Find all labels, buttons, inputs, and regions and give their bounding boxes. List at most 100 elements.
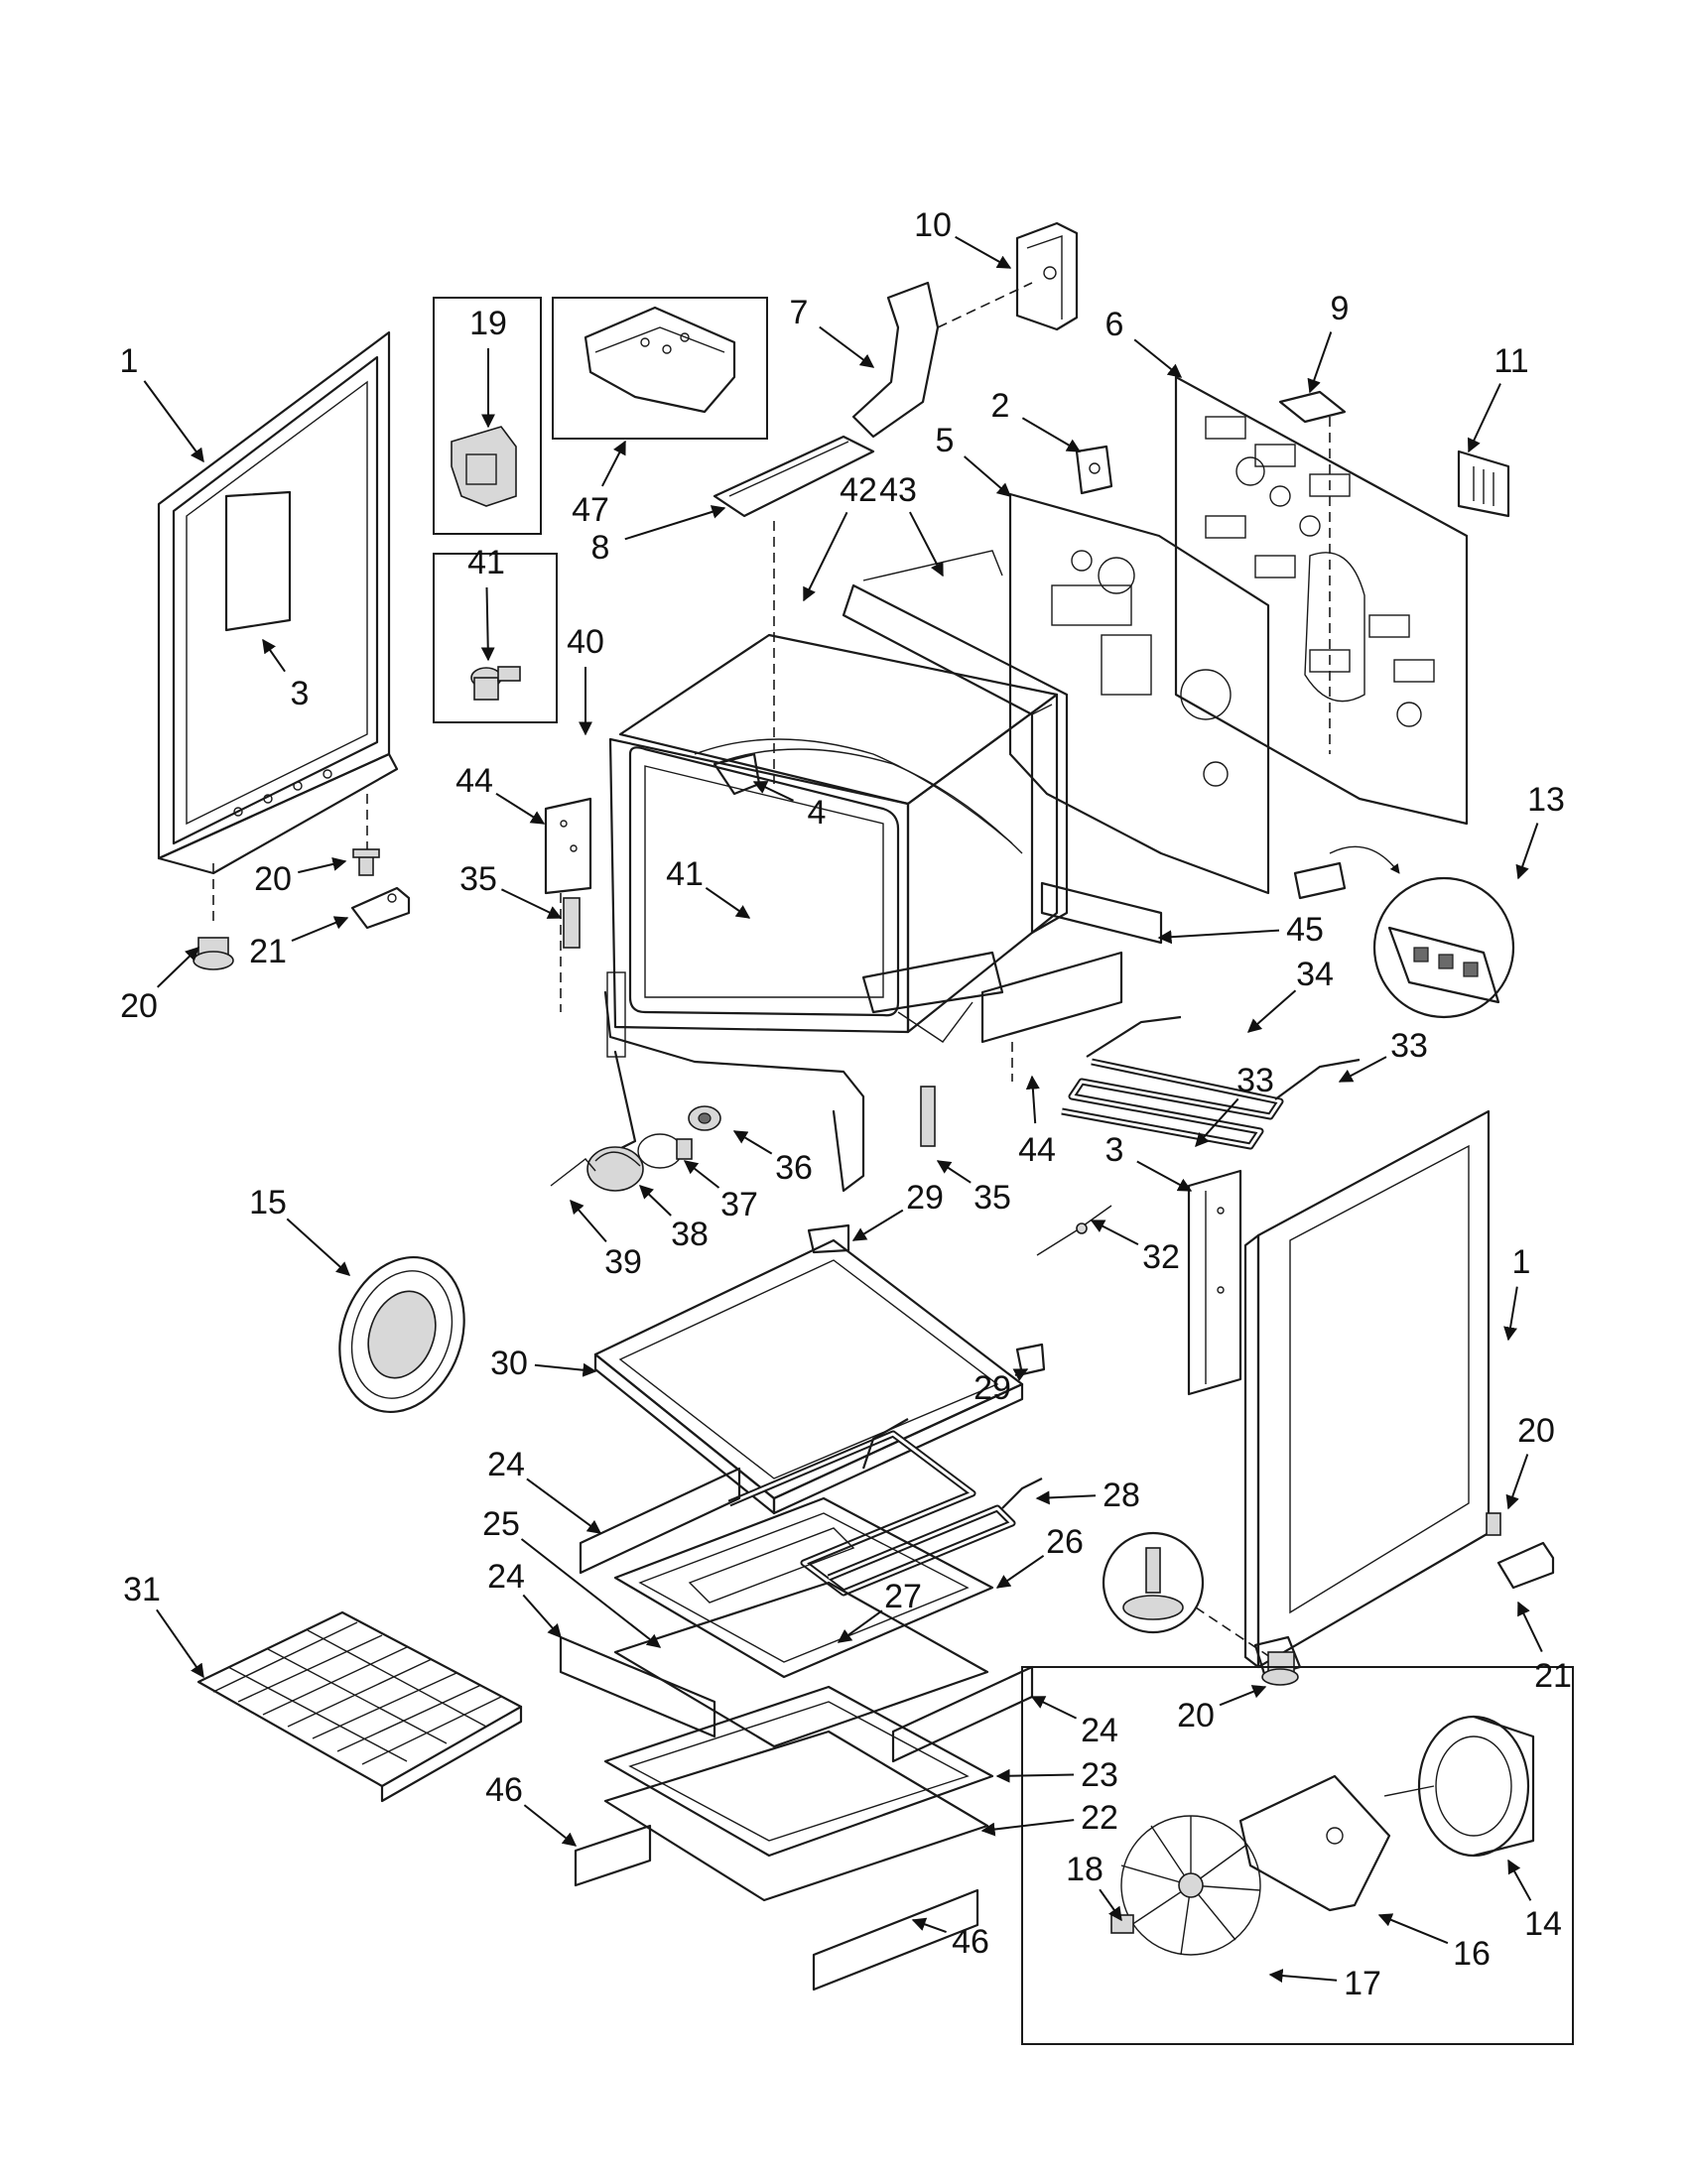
oven-light-socket-41 — [470, 666, 521, 701]
back-panel-5 — [1008, 492, 1270, 895]
callout-leader-c31 — [156, 1608, 204, 1679]
callout-label-c20b: 20 — [120, 987, 158, 1025]
rear-cover-6 — [1174, 375, 1469, 826]
callout-label-c2: 2 — [991, 387, 1010, 425]
oven-rack-31 — [196, 1610, 523, 1803]
convection-fan-box — [1021, 1666, 1574, 2045]
callout-label-c24b: 24 — [487, 1558, 525, 1596]
callout-leader-c1b — [1503, 1286, 1518, 1342]
oven-cavity — [608, 633, 1059, 1043]
vent-duct-7 — [851, 281, 940, 439]
callout-leader-c13 — [1515, 823, 1539, 880]
callout-leader-c28 — [1035, 1490, 1097, 1505]
leveling-bracket-left — [350, 886, 411, 930]
plate-9 — [1278, 390, 1347, 754]
callout-leader-c24b — [522, 1594, 562, 1639]
callout-leader-c45 — [1157, 929, 1280, 945]
vent-channel-8 — [713, 435, 875, 784]
light-socket-36 — [688, 1105, 721, 1131]
callout-leader-c44b — [1025, 1075, 1040, 1124]
callout-label-c20c: 20 — [1517, 1412, 1555, 1450]
callout-label-c20a: 20 — [254, 860, 292, 898]
callout-leader-c29a — [851, 1209, 904, 1241]
leveling-leg-right — [1261, 1651, 1299, 1686]
light-cover-38 — [586, 1146, 644, 1192]
callout-leader-c1a — [143, 380, 204, 463]
callout-leader-c43 — [909, 511, 944, 578]
callout-label-c27: 27 — [884, 1578, 922, 1615]
bake-element-28 — [727, 1418, 1043, 1597]
callout-label-c33a: 33 — [1390, 1027, 1428, 1065]
callout-leader-c6 — [1133, 338, 1183, 378]
callout-leader-c18 — [1099, 1888, 1122, 1922]
callout-leader-c20b — [157, 947, 200, 988]
callout-leader-c32 — [1090, 1220, 1139, 1245]
callout-leader-c29b — [1012, 1368, 1029, 1381]
insulation-46-right — [812, 1888, 979, 1991]
bake-element-cover-26 — [613, 1496, 994, 1679]
side-panel-left — [157, 330, 399, 923]
callout-label-c5: 5 — [936, 422, 955, 459]
inset-box-41 — [433, 553, 558, 723]
insulation-strip-24-left — [559, 1635, 716, 1738]
leveling-screw-left — [352, 848, 380, 876]
insulation-strip-24-top — [579, 1467, 741, 1575]
callout-label-c33b: 33 — [1236, 1062, 1274, 1099]
callout-label-c7: 7 — [790, 294, 809, 331]
inset-box-19 — [433, 297, 542, 535]
callout-leader-c27 — [837, 1609, 883, 1643]
callout-label-c34: 34 — [1296, 956, 1334, 993]
callout-label-c38: 38 — [671, 1216, 709, 1253]
callout-label-c19: 19 — [469, 305, 507, 342]
callout-leader-c10 — [955, 235, 1012, 269]
light-bulb-37 — [637, 1133, 693, 1169]
callout-label-c41b: 41 — [666, 855, 704, 893]
bottom-panel-25 — [613, 1581, 989, 1748]
callout-leader-c39 — [570, 1199, 607, 1243]
callout-label-c10: 10 — [914, 206, 952, 244]
convection-fan-cover-15 — [338, 1255, 465, 1414]
convection-motor-14 — [1383, 1715, 1535, 1858]
callout-label-c15: 15 — [249, 1184, 287, 1221]
callout-leader-c15 — [286, 1218, 351, 1276]
callout-leader-c7 — [819, 325, 875, 368]
callout-leader-c33a — [1338, 1056, 1387, 1083]
callout-leader-c47 — [601, 440, 626, 487]
fan-nut-18 — [1110, 1914, 1134, 1934]
light-clip-39 — [550, 1158, 596, 1187]
callout-label-c30: 30 — [490, 1345, 528, 1382]
bracket-2 — [1075, 445, 1113, 495]
callout-label-c41a: 41 — [467, 544, 505, 581]
callout-label-c17: 17 — [1344, 1965, 1381, 2002]
callout-leader-c41b — [705, 886, 751, 919]
side-bracket-3-right — [1187, 1169, 1242, 1396]
callout-label-c29a: 29 — [906, 1179, 944, 1217]
callout-leader-c35b — [936, 1160, 972, 1184]
callout-label-c39: 39 — [604, 1243, 642, 1281]
callout-label-c1b: 1 — [1512, 1243, 1531, 1281]
callout-label-c42: 42 — [840, 471, 877, 509]
callout-leader-c36 — [732, 1130, 773, 1155]
callout-label-c25: 25 — [482, 1505, 520, 1543]
callout-label-c44a: 44 — [455, 762, 493, 800]
callout-leader-c4 — [752, 781, 794, 802]
hinge-receiver-35-left — [563, 897, 581, 949]
callout-leader-c24c — [1030, 1696, 1078, 1720]
callout-leader-c46a — [523, 1804, 578, 1847]
broil-element-34 — [1061, 1015, 1361, 1150]
insulation-wrap — [842, 583, 1069, 935]
callout-label-c24a: 24 — [487, 1446, 525, 1483]
callout-leader-c21b — [1517, 1601, 1543, 1653]
callout-leader-c3a — [262, 638, 286, 673]
insulation-46-left — [574, 1824, 652, 1887]
callout-label-c46b: 46 — [952, 1923, 989, 1961]
switch-part-19 — [451, 426, 517, 507]
callout-leader-c37 — [683, 1160, 720, 1189]
callout-leader-c5 — [964, 455, 1012, 497]
callout-leader-c20d — [1219, 1685, 1267, 1707]
callout-leaders — [143, 235, 1543, 1984]
callout-label-c21a: 21 — [249, 933, 287, 970]
callout-label-c11: 11 — [1493, 342, 1528, 380]
callout-label-c40: 40 — [567, 623, 604, 661]
callout-label-c9: 9 — [1331, 290, 1350, 327]
